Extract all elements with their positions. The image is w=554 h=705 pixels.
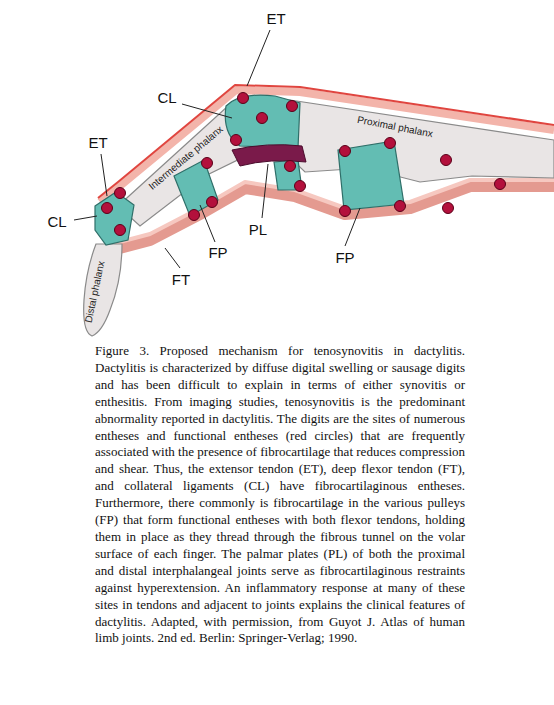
enthesis-dot xyxy=(340,146,351,157)
leader-line xyxy=(247,30,270,86)
enthesis-dot xyxy=(238,93,249,104)
leader-lines xyxy=(74,30,360,268)
callout-label: FT xyxy=(172,272,190,287)
enthesis-dot xyxy=(443,203,454,214)
distal-phalanx-bone xyxy=(84,244,122,336)
collateral-ligament-pip xyxy=(225,95,300,148)
enthesis-dot xyxy=(115,188,126,199)
leader-line xyxy=(101,154,107,196)
leader-line xyxy=(200,205,215,242)
enthesis-dot xyxy=(340,206,351,217)
callout-label: PL xyxy=(249,222,267,237)
enthesis-dot xyxy=(202,158,213,169)
leader-line xyxy=(262,164,268,218)
enthesis-dot xyxy=(115,225,126,236)
enthesis-dot xyxy=(231,135,242,146)
leader-line xyxy=(182,104,232,118)
enthesis-dots xyxy=(102,93,506,236)
extensor-tendon xyxy=(100,90,554,202)
enthesis-dot xyxy=(189,210,200,221)
enthesis-dot xyxy=(287,101,298,112)
figure-caption: Figure 3. Proposed mechanism for tenosyn… xyxy=(95,343,465,647)
collateral-ligament-dip xyxy=(95,192,134,245)
leader-line xyxy=(165,248,180,268)
callout-label: CL xyxy=(157,90,176,105)
extensor-tendon-edge xyxy=(98,85,554,198)
enthesis-dot xyxy=(385,138,396,149)
callout-label: CL xyxy=(47,214,66,229)
enthesis-dot xyxy=(495,179,506,190)
enthesis-dot xyxy=(441,155,452,166)
callout-label: ET xyxy=(266,11,285,26)
leader-line xyxy=(74,216,97,220)
enthesis-dot xyxy=(102,203,113,214)
enthesis-dot xyxy=(257,113,268,124)
enthesis-dot xyxy=(395,201,406,212)
enthesis-dot xyxy=(295,181,306,192)
callout-label: FP xyxy=(208,245,227,260)
enthesis-dot xyxy=(285,161,296,172)
enthesis-dot xyxy=(207,197,218,208)
callout-label: FP xyxy=(335,250,354,265)
pulley-proximal xyxy=(338,141,404,210)
callout-label: ET xyxy=(88,135,107,150)
